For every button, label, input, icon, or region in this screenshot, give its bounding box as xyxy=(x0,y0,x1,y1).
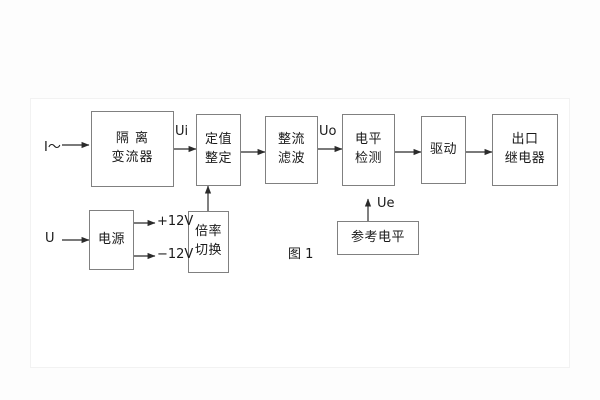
block-output-relay[interactable]: 出口 继电器 xyxy=(492,114,558,186)
block-value-setting-line-1: 定值 xyxy=(204,132,232,148)
block-value-setting-line-2: 整定 xyxy=(204,151,232,166)
block-multiplier-switch-line-2: 切换 xyxy=(194,243,222,258)
block-driver-line-1: 驱动 xyxy=(429,141,457,157)
block-output-relay-line-1: 出口 xyxy=(511,132,539,148)
label-rail-negative: −12V xyxy=(157,247,194,262)
block-level-detection-line-2: 检测 xyxy=(354,151,382,166)
block-rectifier-filter-line-1: 整流 xyxy=(277,132,305,148)
block-level-detection[interactable]: 电平 检测 xyxy=(342,114,395,186)
label-rail-positive: +12V xyxy=(157,214,194,229)
block-rectifier-filter[interactable]: 整流 滤波 xyxy=(265,116,318,184)
block-value-setting[interactable]: 定值 整定 xyxy=(196,114,241,186)
block-multiplier-switch[interactable]: 倍率 切换 xyxy=(188,211,229,273)
block-isolation-transformer-line-1: 隔 离 xyxy=(115,131,150,147)
block-rectifier-filter-line-2: 滤波 xyxy=(277,151,305,166)
block-isolation-transformer[interactable]: 隔 离 变流器 xyxy=(91,111,174,187)
block-power-supply[interactable]: 电源 xyxy=(89,210,134,270)
label-signal-uo: Uo xyxy=(319,124,337,139)
figure-caption: 图 1 xyxy=(288,247,314,262)
label-current-input: I～ xyxy=(44,140,61,155)
block-reference-level[interactable]: 参考电平 xyxy=(337,221,419,255)
label-voltage-input: U xyxy=(45,231,55,246)
block-isolation-transformer-line-2: 变流器 xyxy=(111,150,154,165)
block-multiplier-switch-line-1: 倍率 xyxy=(194,224,222,240)
block-level-detection-line-1: 电平 xyxy=(354,132,382,148)
label-signal-ue: Ue xyxy=(377,196,395,211)
label-signal-ui: Ui xyxy=(175,124,189,139)
block-driver[interactable]: 驱动 xyxy=(421,116,466,184)
block-power-supply-line-1: 电源 xyxy=(97,231,125,247)
block-output-relay-line-2: 继电器 xyxy=(504,151,546,166)
block-reference-level-line-1: 参考电平 xyxy=(350,229,405,245)
